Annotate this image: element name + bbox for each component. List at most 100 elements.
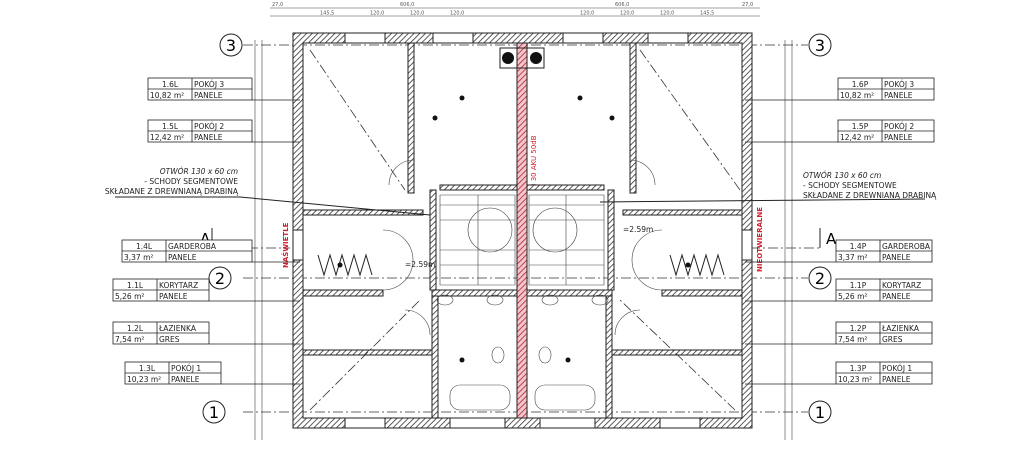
svg-text:OTWÓR 130 x 60 cm: OTWÓR 130 x 60 cm [803,171,881,180]
room-tag: 1.6P POKÓJ 3 PANELE 10,82 m² [745,77,935,101]
grid-axes: 3 3 2 2 1 1 [202,33,832,424]
dim-segment: 120,0 [450,11,464,17]
svg-text:OTWÓR 130 x 60 cm: OTWÓR 130 x 60 cm [160,167,238,176]
room-name: POKÓJ 3 [884,80,914,89]
dim-edge-right: 27,0 [742,2,753,8]
room-area: 10,23 m² [127,375,161,384]
axis-marker-1-left: 1 [202,400,226,424]
bathtub-left [449,384,511,411]
room-name: ŁAZIENKA [158,324,197,333]
room-id: 1.3P [850,364,867,373]
room-area: 5,26 m² [838,292,867,301]
room-id: 1.4P [850,242,867,251]
room-tag: 1.6L POKÓJ 3 PANELE 10,82 m² [147,77,300,101]
dim-segment: 145,5 [700,11,714,17]
interior-walls [302,42,743,419]
diagonal-lines [309,49,741,411]
dim-segment: 120,0 [580,11,594,17]
room-floor: PANELE [882,292,911,301]
exterior-walls [292,32,753,429]
stairs-right [528,194,605,286]
room-name: POKÓJ 2 [194,122,224,131]
dim-segment: 120,0 [410,11,424,17]
room-name: GARDEROBA [882,242,931,251]
room-area: 10,23 m² [838,375,872,384]
room-name: GARDEROBA [168,242,217,251]
washbasins [436,294,609,364]
axis-marker-1-right: 1 [808,400,832,424]
doors [382,159,663,336]
axis-marker-2-right: 2 [808,266,832,290]
svg-text:1: 1 [815,403,825,422]
room-floor: GRES [882,335,903,344]
chimney-vents [499,47,545,69]
wardrobe-left [317,253,373,277]
dim-segment: 120,0 [660,11,674,17]
svg-text:SKŁADANE Z DREWNIANĄ DRABINĄ: SKŁADANE Z DREWNIANĄ DRABINĄ [803,191,937,200]
party-wall [516,42,528,419]
room-tag: 1.5P POKÓJ 2 PANELE 12,42 m² [745,119,935,143]
room-id: 1.2L [127,324,144,333]
room-area: 3,37 m² [838,253,867,262]
room-name: KORYTARZ [159,281,198,290]
room-floor: PANELE [171,375,200,384]
room-floor: PANELE [194,133,223,142]
room-area: 7,54 m² [838,335,867,344]
room-tag: 1.2L ŁAZIENKA GRES 7,54 m² [112,321,300,345]
room-area: 10,82 m² [150,91,184,100]
room-id: 1.3L [139,364,156,373]
axis-marker-3-left: 3 [219,33,243,57]
svg-text:3: 3 [815,36,825,55]
section-marker-right: A [750,228,837,249]
room-area: 3,37 m² [124,253,153,262]
room-area: 7,54 m² [115,335,144,344]
room-name: POKÓJ 1 [171,364,201,373]
room-id: 1.6P [852,80,869,89]
room-floor: GRES [159,335,180,344]
room-area: 12,42 m² [840,133,874,142]
window-label-right: NIEOTWIERALNE [756,207,764,272]
room-area: 10,82 m² [840,91,874,100]
room-tag: 1.3L POKÓJ 1 PANELE 10,23 m² [124,361,300,385]
bathtub-right [534,384,596,411]
dim-segment: 145,5 [320,11,334,17]
svg-text:2: 2 [215,269,225,288]
room-floor: PANELE [168,253,197,262]
room-id: 1.5P [852,122,869,131]
room-area: 5,26 m² [115,292,144,301]
room-area: 12,42 m² [150,133,184,142]
stair-note-right: OTWÓR 130 x 60 cm - SCHODY SEGMENTOWE SK… [599,171,937,203]
height-label-right: =2.59m [623,225,653,234]
room-name: KORYTARZ [882,281,921,290]
dim-edge-left: 27,0 [272,2,283,8]
svg-text:SKŁADANE Z DREWNIANĄ DRABINĄ: SKŁADANE Z DREWNIANĄ DRABINĄ [105,187,239,196]
svg-text:A: A [826,230,837,248]
room-floor: PANELE [884,133,913,142]
room-id: 1.6L [162,80,179,89]
axis-marker-2-left: 2 [208,266,232,290]
svg-text:A: A [200,230,211,248]
party-wall-label: EI 30 AKU 50dB [530,135,538,190]
axis-marker-3-right: 3 [808,33,832,57]
dimension-lines: 27,0 606,0 606,0 27,0 145,5 120,0 120,0 … [254,2,793,440]
svg-text:1: 1 [209,403,219,422]
room-name: ŁAZIENKA [881,324,920,333]
stairs-left [439,194,516,286]
room-floor: PANELE [884,91,913,100]
room-floor: PANELE [194,91,223,100]
room-name: POKÓJ 3 [194,80,224,89]
wardrobe-right [669,253,725,277]
room-id: 1.1L [127,281,144,290]
room-name: POKÓJ 2 [884,122,914,131]
room-markers [337,95,691,363]
dim-total-right: 606,0 [615,2,629,8]
svg-text:- SCHODY SEGMENTOWE: - SCHODY SEGMENTOWE [144,177,238,186]
